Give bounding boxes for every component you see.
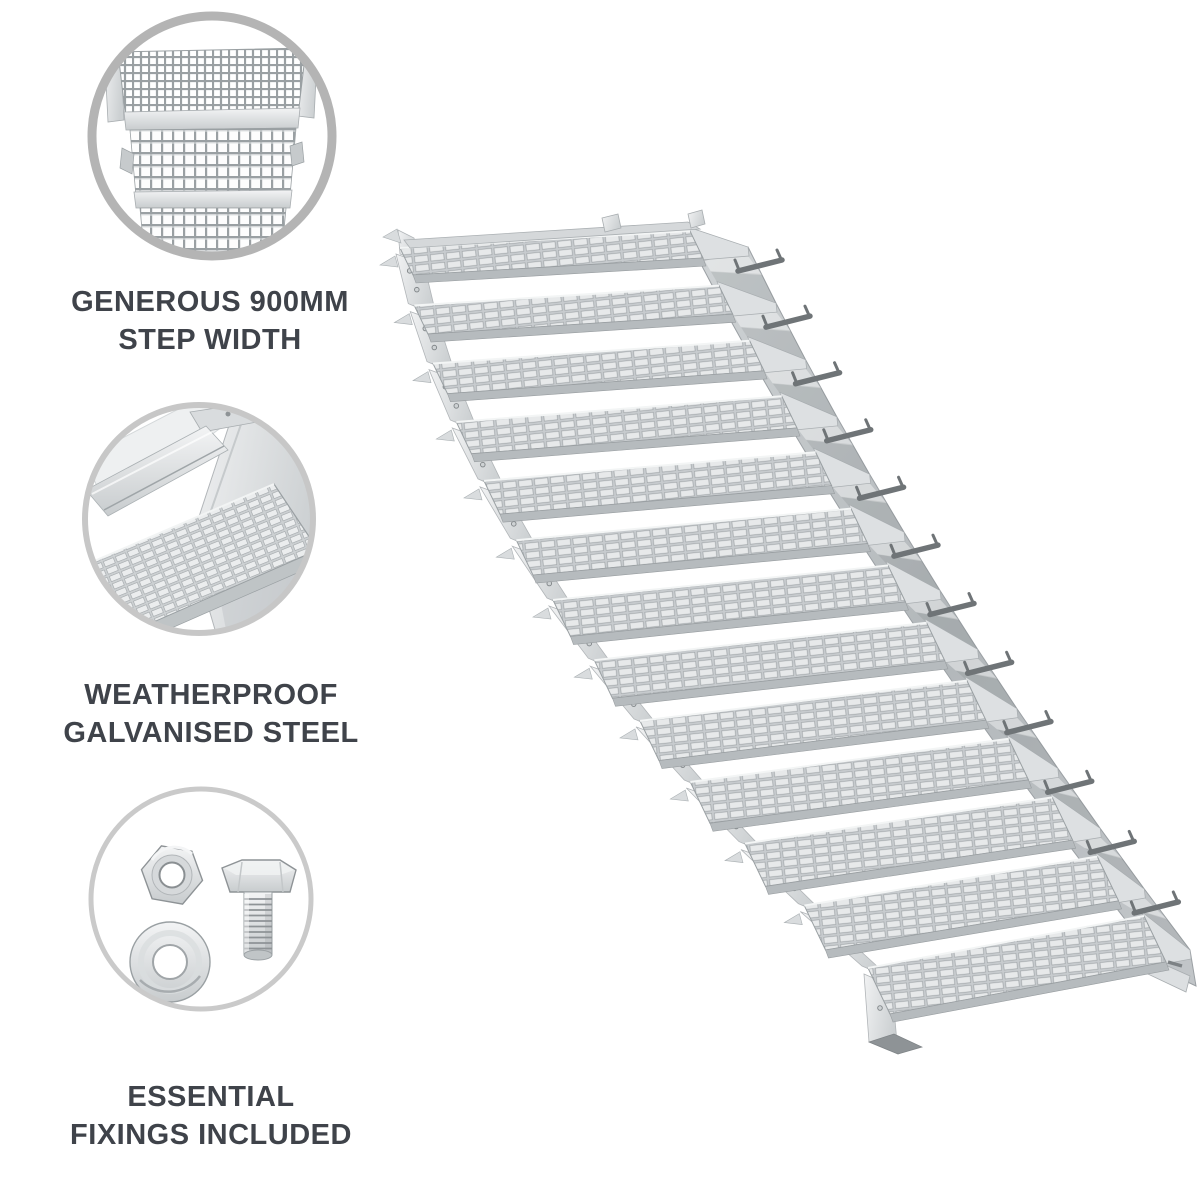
feature-photo-step-width — [84, 8, 340, 264]
feature-caption-weatherproof: WEATHERPROOF GALVANISED STEEL — [16, 677, 406, 753]
caption-line: FIXINGS INCLUDED — [70, 1118, 352, 1151]
caption-line: ESSENTIAL — [127, 1081, 295, 1113]
caption-line: GENEROUS 900MM — [71, 286, 349, 318]
caption-line: GALVANISED STEEL — [63, 716, 359, 749]
nut-bolt-washer-photo-icon — [88, 786, 314, 1012]
feature-photo-weatherproof — [78, 398, 320, 640]
feature-caption-fixings: ESSENTIAL FIXINGS INCLUDED — [16, 1079, 406, 1155]
feature-caption-step-width: GENEROUS 900MM STEP WIDTH — [15, 284, 405, 360]
caption-line: WEATHERPROOF — [84, 679, 338, 711]
feature-photo-fixings — [84, 782, 318, 1016]
caption-line: STEP WIDTH — [118, 323, 302, 356]
mesh-steps-photo-icon — [87, 11, 337, 261]
tread-closeup-photo-icon — [82, 402, 316, 636]
